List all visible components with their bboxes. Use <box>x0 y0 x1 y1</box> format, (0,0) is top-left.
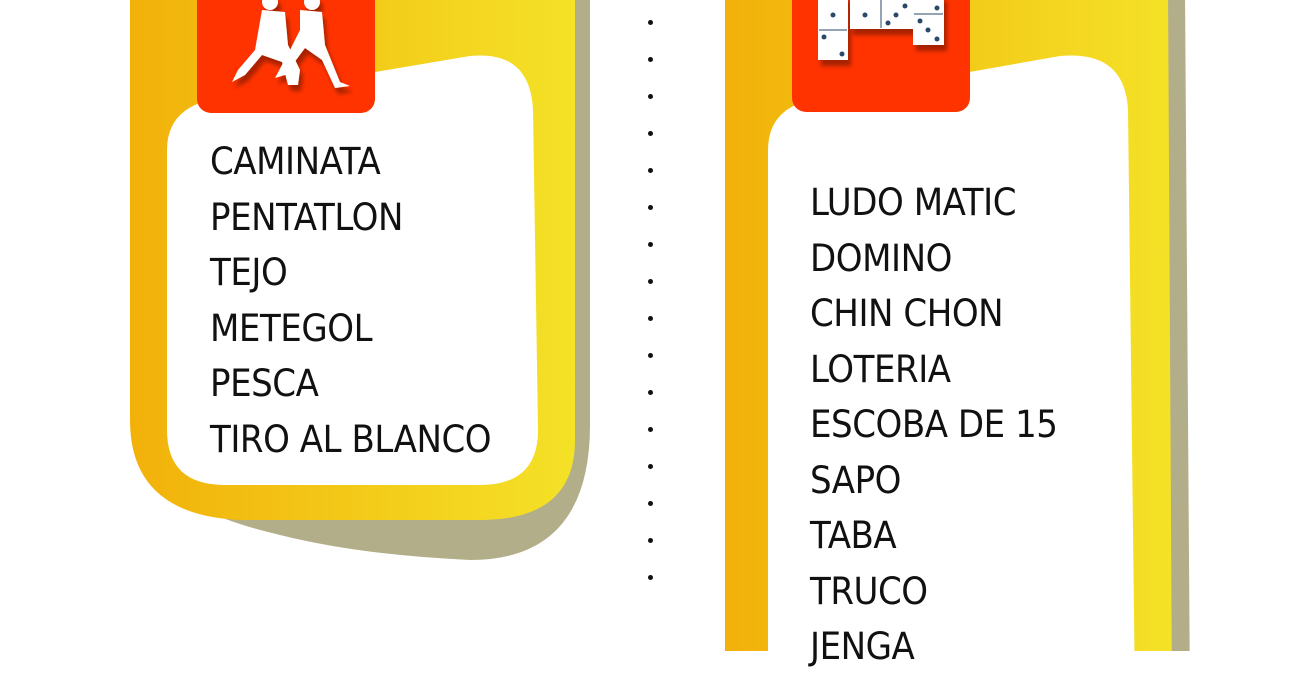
runners-icon <box>232 0 350 88</box>
background-graphics <box>130 0 1190 651</box>
list-item: PENTATLON <box>210 195 403 239</box>
list-item: JENGA <box>810 625 915 668</box>
list-item: TRUCO <box>810 569 928 613</box>
list-item: CHIN CHON <box>810 292 1004 335</box>
list-item: TABA <box>810 514 897 557</box>
right-card-panel <box>768 55 1135 651</box>
list-item: METEGOL <box>210 306 373 350</box>
left-activity-list: CAMINATA PENTATLON TEJO METEGOL PESCA TI… <box>210 134 516 467</box>
list-item: LOTERIA <box>810 347 951 391</box>
list-item: SAPO <box>810 458 902 502</box>
right-card <box>725 0 1190 651</box>
list-item: TIRO AL BLANCO <box>210 417 492 461</box>
list-item: CAMINATA <box>210 140 381 183</box>
list-item: LUDO MATIC <box>810 181 1017 224</box>
left-card <box>130 0 591 560</box>
list-item: TEJO <box>210 251 288 294</box>
dominoes-icon <box>818 0 944 60</box>
list-item: DOMINO <box>810 236 952 280</box>
left-card-panel <box>167 55 538 486</box>
right-activity-list: LUDO MATIC DOMINO CHIN CHON LOTERIA ESCO… <box>810 175 1079 675</box>
list-item: PESCA <box>210 362 319 405</box>
dotted-divider <box>648 20 654 612</box>
list-item: ESCOBA DE 15 <box>810 403 1058 446</box>
